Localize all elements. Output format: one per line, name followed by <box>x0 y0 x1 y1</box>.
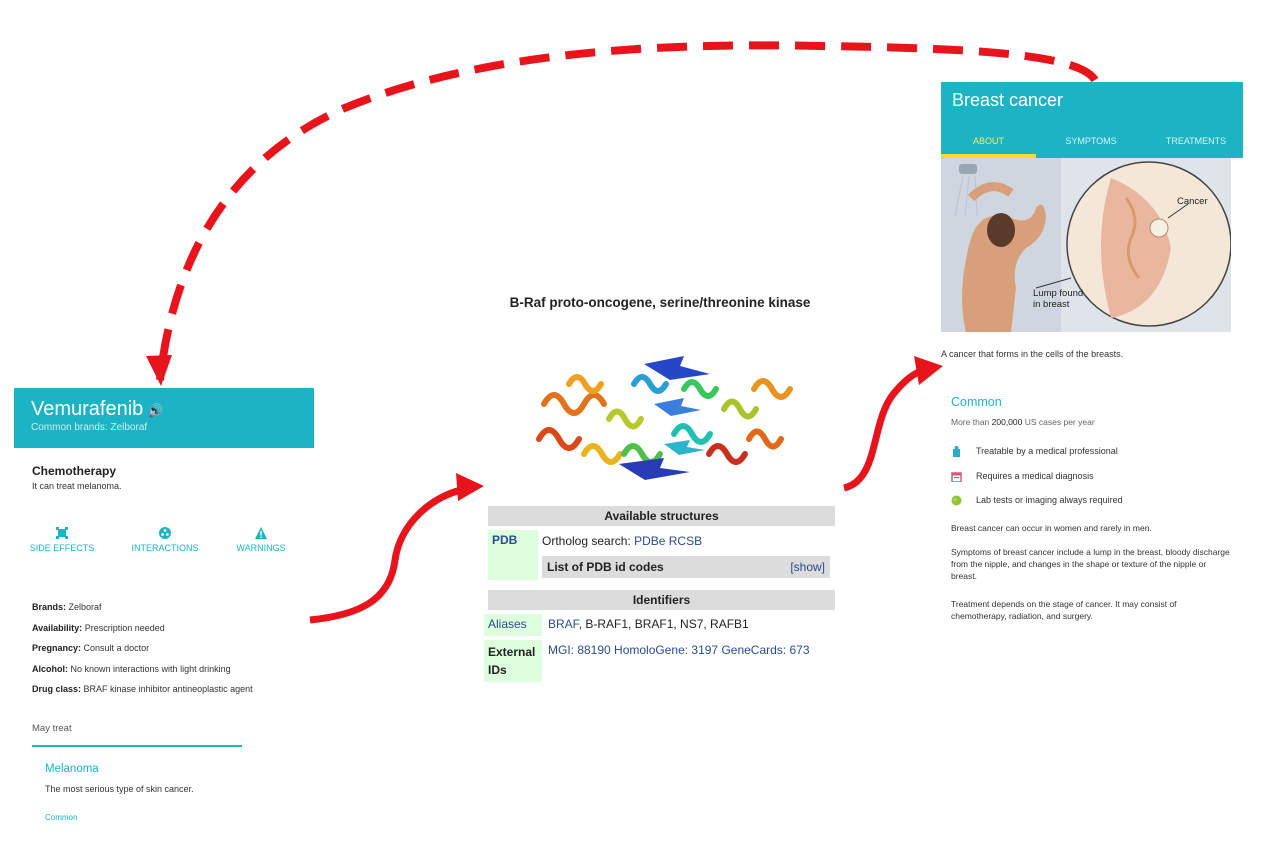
ortholog-label: Ortholog search: <box>542 534 631 548</box>
identifiers-heading: Identifiers <box>488 590 835 610</box>
show-toggle[interactable]: [show] <box>790 560 825 574</box>
pdb-id-list-header: List of PDB id codes [show] <box>542 556 830 578</box>
drug-name: Vemurafenib <box>31 398 144 420</box>
protein-structure-image <box>536 356 793 480</box>
fact-row: Brands: Zelboraf <box>32 597 253 618</box>
fact-key: Pregnancy: <box>32 643 82 653</box>
ortholog-search: Ortholog search: PDBe RCSB <box>542 534 702 548</box>
may-treat-divider <box>32 745 242 747</box>
interactions-icon <box>159 527 171 539</box>
fact-value: No known interactions with light drinkin… <box>70 663 231 674</box>
warnings-label: WARNINGS <box>236 543 286 553</box>
side-effects-label: SIDE EFFECTS <box>29 543 95 553</box>
external-ids-links[interactable]: MGI: 88190 HomoloGene: 3197 GeneCards: 6… <box>548 643 810 657</box>
disease-paragraph: Treatment depends on the stage of cancer… <box>951 599 1177 621</box>
label-lump-1: Lump found <box>1033 288 1084 299</box>
fact-row: Pregnancy: Consult a doctor <box>32 638 253 659</box>
feature-row: Requires a medical diagnosis <box>951 471 1094 483</box>
frequency-detail: More than 200,000 US cases per year <box>951 417 1095 427</box>
drug-treats-line: It can treat melanoma. <box>32 481 122 491</box>
lab-test-icon <box>951 495 962 506</box>
condition-frequency: Common <box>45 813 78 822</box>
aliases-value: BRAF, B-RAF1, BRAF1, NS7, RAFB1 <box>548 617 749 631</box>
drug-card: Vemurafenib🔊 Common brands: Zelboraf Che… <box>14 388 314 828</box>
feature-text: Requires a medical diagnosis <box>976 471 1094 481</box>
gene-infobox: B-Raf proto-oncogene, serine/threonine k… <box>484 294 836 694</box>
doctor-icon <box>953 446 960 458</box>
pdb-key[interactable]: PDB <box>488 530 538 580</box>
breast-cancer-illustration: Cancer Lump found in breast <box>941 158 1231 332</box>
arrowhead-right-2 <box>914 356 943 385</box>
fact-key: Drug class: <box>32 684 82 694</box>
side-effects-icon <box>56 527 68 539</box>
fact-row: Alcohol: No known interactions with ligh… <box>32 659 253 680</box>
disease-header: Breast cancer ABOUT SYMPTOMS TREATMENTS <box>941 82 1243 158</box>
arrowhead-right-1 <box>456 473 484 501</box>
calendar-icon <box>951 472 962 483</box>
fact-row: Drug class: BRAF kinase inhibitor antine… <box>32 679 253 700</box>
fact-key: Brands: <box>32 602 67 612</box>
disease-summary: A cancer that forms in the cells of the … <box>941 349 1124 359</box>
aliases-key[interactable]: Aliases <box>484 614 542 636</box>
external-key-line2: IDs <box>488 663 507 677</box>
braf-link[interactable]: BRAF <box>548 617 579 631</box>
fact-value: BRAF kinase inhibitor antineoplastic age… <box>83 684 253 694</box>
pdb-list-label: List of PDB id codes <box>547 560 664 574</box>
condition-link-melanoma[interactable]: Melanoma <box>45 763 99 775</box>
drug-category: Chemotherapy <box>32 464 117 478</box>
fact-row: Availability: Prescription needed <box>32 618 253 639</box>
aliases-rest: , B-RAF1, BRAF1, NS7, RAFB1 <box>578 617 749 631</box>
interactions-button[interactable]: INTERACTIONS <box>120 526 210 553</box>
interactions-label: INTERACTIONS <box>131 543 199 553</box>
may-treat-heading: May treat <box>32 723 72 734</box>
fact-value: Consult a doctor <box>83 643 150 653</box>
tab-treatments[interactable]: TREATMENTS <box>1165 136 1227 146</box>
arrowhead-down <box>146 355 172 386</box>
rcsb-link[interactable]: RCSB <box>668 534 703 548</box>
warnings-button[interactable]: WARNINGS <box>221 526 301 553</box>
label-cancer: Cancer <box>1177 196 1208 207</box>
feature-text: Lab tests or imaging always required <box>976 495 1123 505</box>
feature-row: Lab tests or imaging always required <box>951 495 1123 506</box>
drug-actions: SIDE EFFECTS INTERACTIONS WARNINGS <box>14 526 314 566</box>
freq-suffix: US cases per year <box>1022 417 1095 427</box>
freq-prefix: More than <box>951 417 992 427</box>
fact-key: Availability: <box>32 622 83 633</box>
available-structures-heading: Available structures <box>488 506 835 526</box>
disease-name: Breast cancer <box>952 90 1064 110</box>
fact-value: Zelboraf <box>68 602 102 612</box>
drug-header: Vemurafenib🔊 Common brands: Zelboraf <box>14 388 314 448</box>
frequency-title: Common <box>951 395 1002 409</box>
pdbe-link[interactable]: PDBe <box>634 534 666 548</box>
arrow-drug-to-gene <box>309 484 471 624</box>
feature-row: Treatable by a medical professional <box>951 446 1118 458</box>
fact-value: Prescription needed <box>84 622 165 633</box>
external-ids-key: External IDs <box>484 640 542 682</box>
feature-text: Treatable by a medical professional <box>976 446 1118 456</box>
fact-key: Alcohol: <box>32 663 68 674</box>
condition-description: The most serious type of skin cancer. <box>45 784 194 794</box>
arrow-gene-to-disease <box>842 366 926 492</box>
side-effects-button[interactable]: SIDE EFFECTS <box>17 526 107 553</box>
label-lump-2: in breast <box>1033 299 1070 310</box>
disease-paragraph: Breast cancer can occur in women and rar… <box>951 523 1152 533</box>
freq-value: 200,000 <box>991 417 1023 427</box>
tab-symptoms[interactable]: SYMPTOMS <box>1065 136 1117 146</box>
disease-tabs: ABOUT SYMPTOMS TREATMENTS <box>941 127 1243 158</box>
drug-facts: Brands: Zelboraf Availability: Prescript… <box>32 597 253 700</box>
disease-card: Breast cancer ABOUT SYMPTOMS TREATMENTS … <box>941 82 1243 642</box>
disease-paragraph: Symptoms of breast cancer include a lump… <box>951 547 1230 581</box>
warning-icon <box>255 527 267 539</box>
common-brands: Common brands: Zelboraf <box>31 422 148 433</box>
external-key-line1: External <box>488 645 536 659</box>
gene-title: B-Raf proto-oncogene, serine/threonine k… <box>509 295 811 310</box>
tab-about[interactable]: ABOUT <box>972 136 1004 146</box>
speaker-icon[interactable]: 🔊 <box>147 403 164 418</box>
